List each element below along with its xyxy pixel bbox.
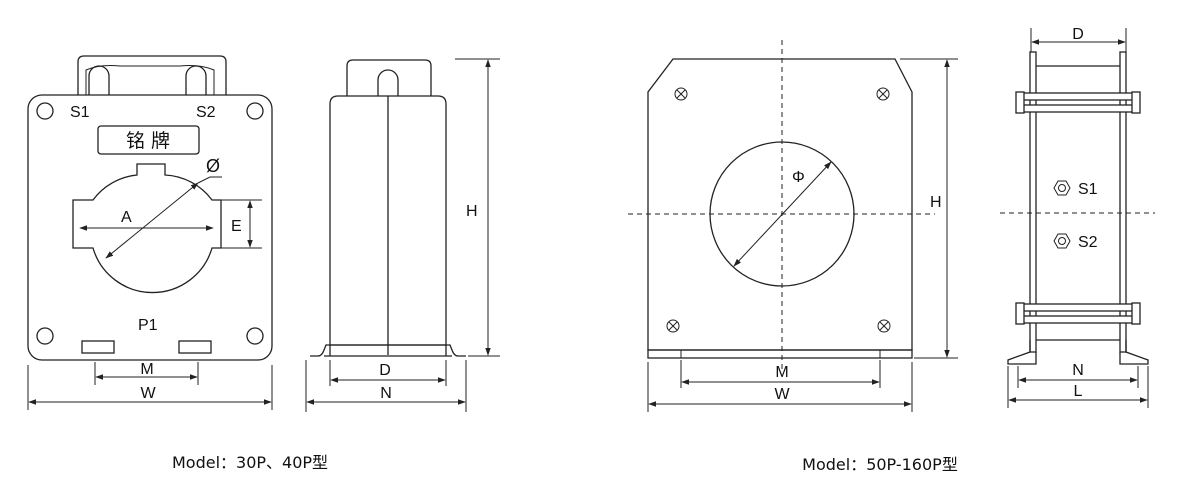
right-front-view: Φ H M W [628,40,958,412]
nameplate-box [97,125,200,155]
right-side-view: D S1 S2 N [1000,26,1155,408]
label-phi: Ø [206,156,220,176]
label-w: W [140,385,156,402]
left-front-view: S1 S2 铭 牌 A Ø E P1 M W [27,55,273,410]
screw-icon [876,87,890,101]
label-d: D [379,362,391,379]
label-s2: S2 [196,104,216,121]
label-m: M [140,361,153,378]
label-a: A [121,209,132,226]
label-h: H [930,194,942,211]
hex-nut-icon [1053,180,1071,196]
label-s1: S1 [70,104,90,121]
label-s1: S1 [1078,181,1098,198]
label-s2: S2 [1078,234,1098,251]
screw-icon [877,319,891,333]
screw-icon [674,87,688,101]
label-p1: P1 [138,317,158,334]
hex-nut-icon [1053,233,1071,249]
caption-left: Model：30P、40P型 [172,453,328,472]
label-l: L [1074,383,1083,400]
label-phi: Φ [792,169,805,186]
label-n: N [1072,362,1084,379]
screw-icon [666,319,680,333]
label-h: H [466,203,478,220]
label-m: M [775,364,788,381]
label-e: E [231,218,242,235]
label-w: W [774,386,790,403]
label-d: D [1072,26,1084,43]
label-n: N [380,385,392,402]
nameplate-text: 铭 牌 [126,130,170,152]
caption-right: Model：50P-160P型 [802,455,958,474]
left-side-view: H D N [305,58,500,412]
